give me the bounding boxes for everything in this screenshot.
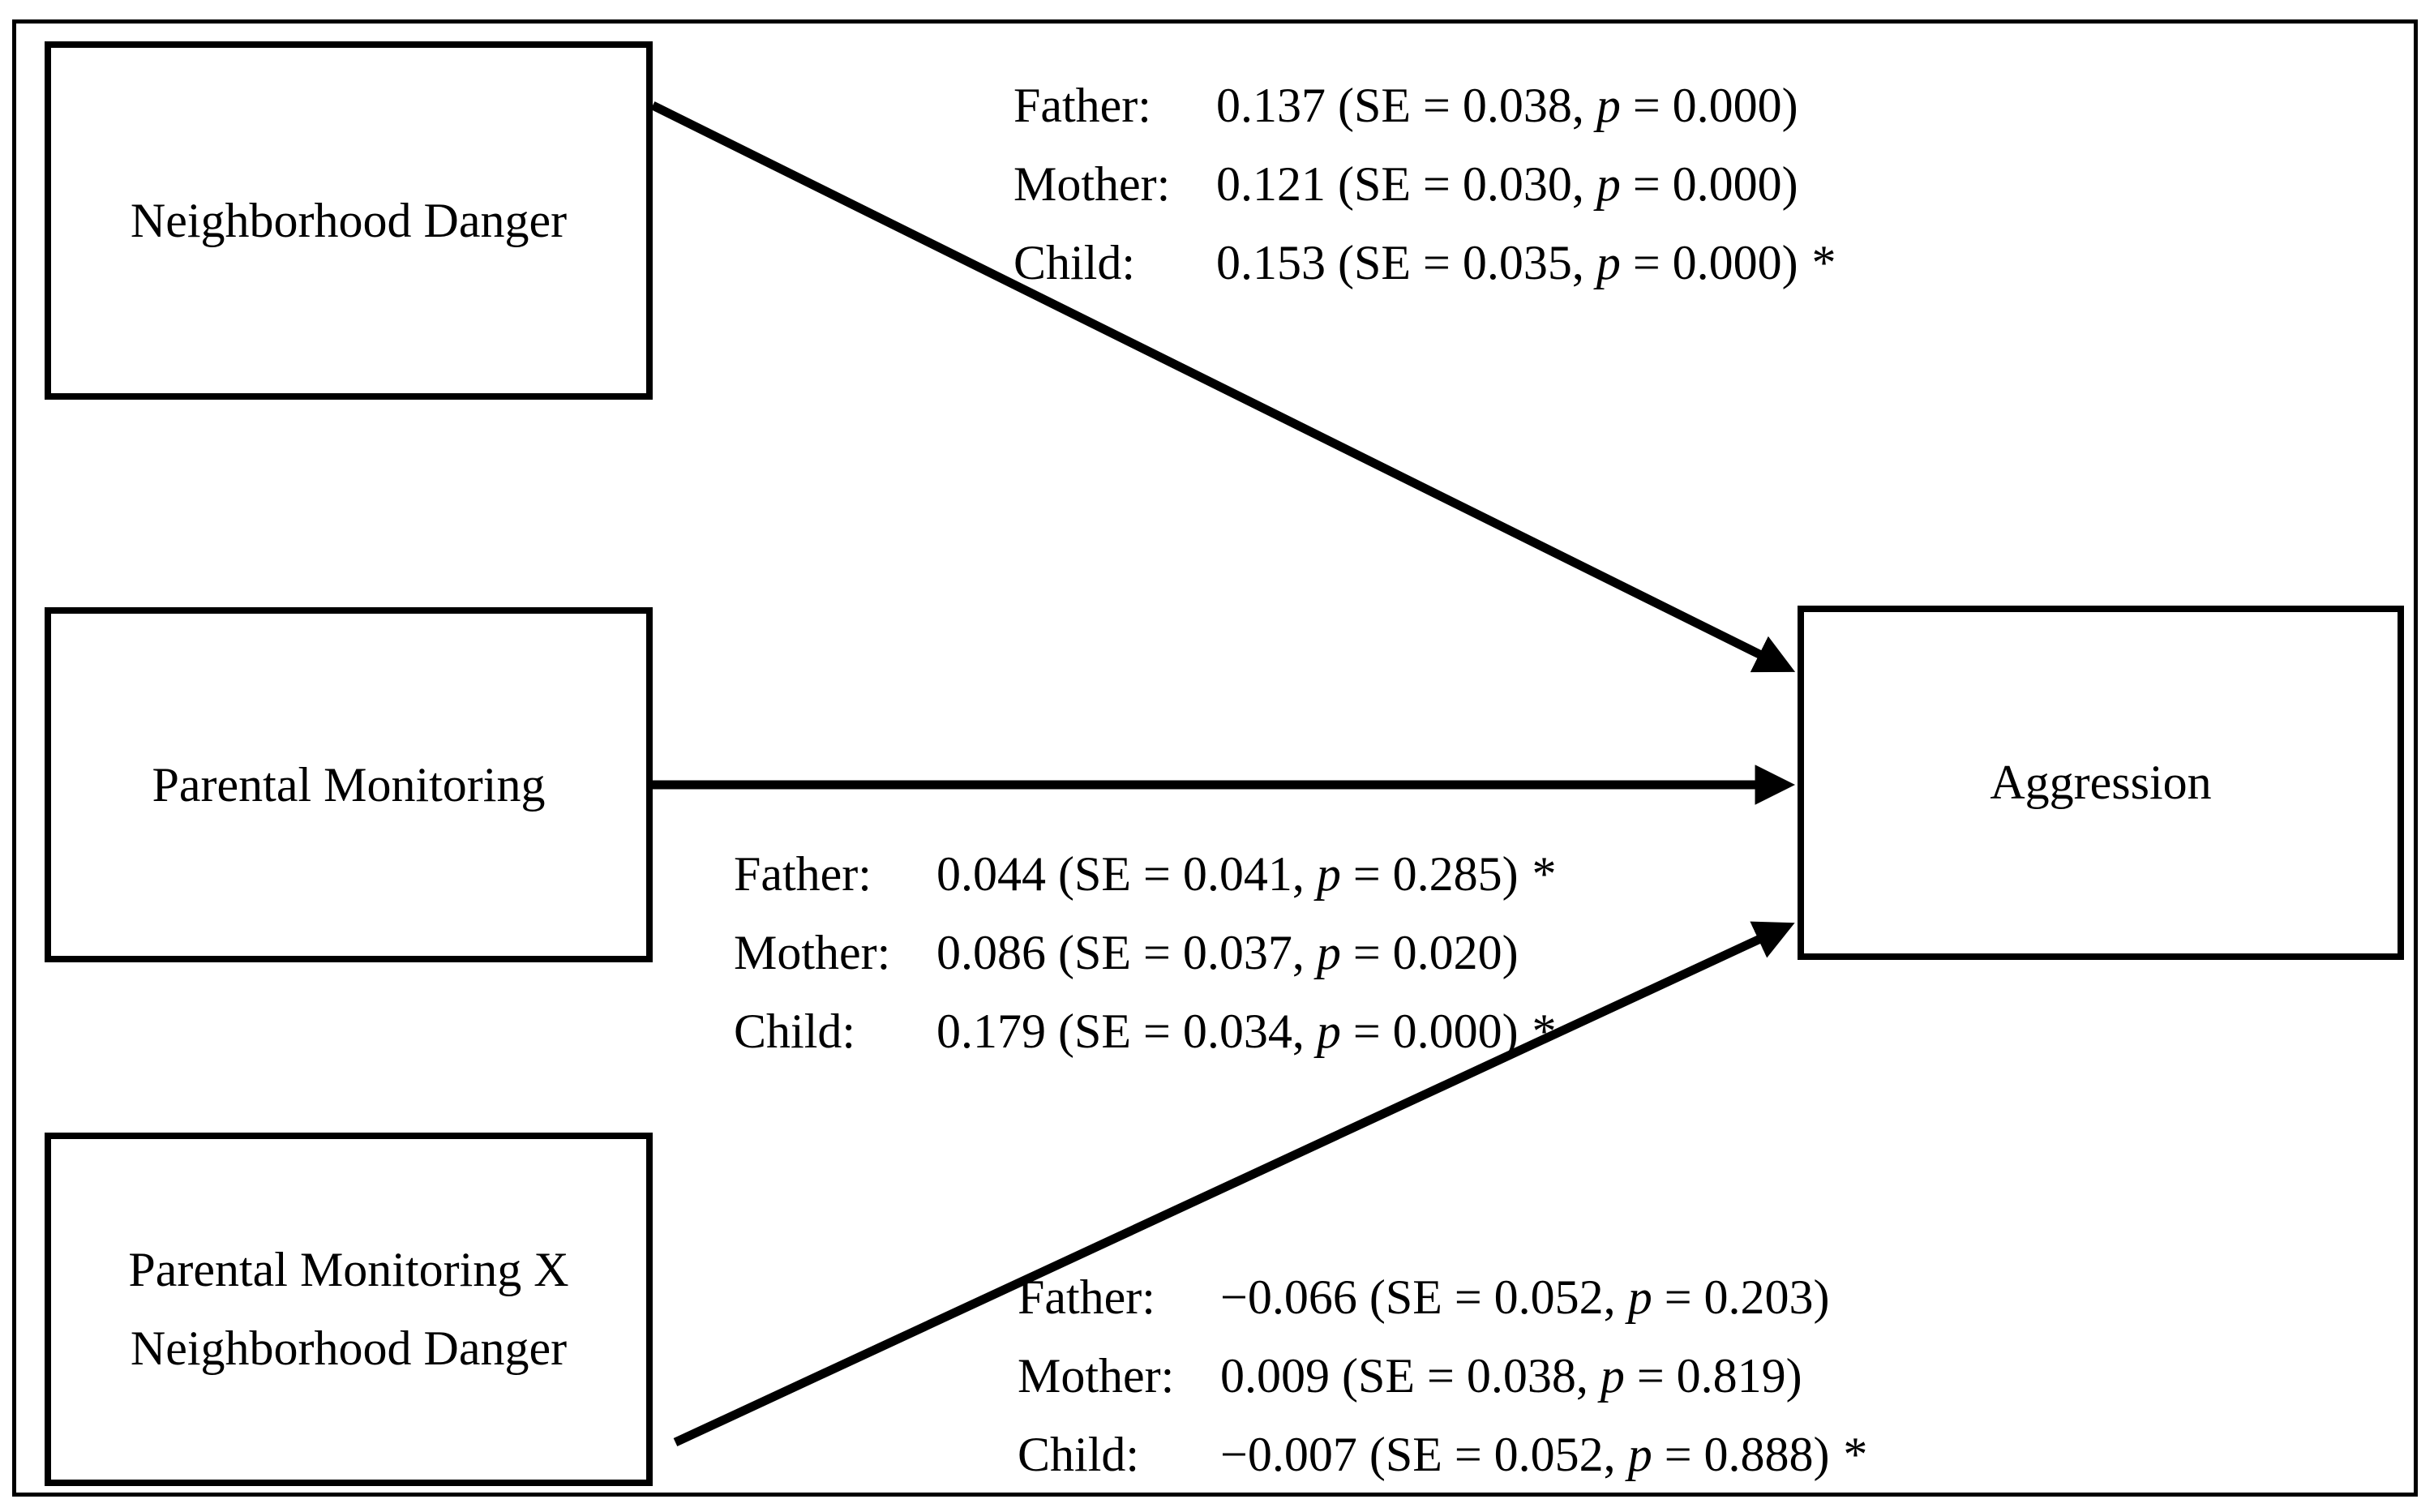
box-parental-monitoring: Parental Monitoring: [45, 607, 653, 962]
stat-row-value: 0.044 (SE = 0.041, p = 0.285)*: [936, 847, 1557, 901]
stat-row-value: 0.009 (SE = 0.038, p = 0.819): [1220, 1349, 1802, 1403]
box-interaction-term: Parental Monitoring X Neighborhood Dange…: [45, 1133, 653, 1486]
box-interaction-label-line2: Neighborhood Danger: [130, 1321, 568, 1375]
box-neighborhood-danger-label: Neighborhood Danger: [130, 193, 568, 247]
arrow-interaction-to-aggression: [673, 921, 1795, 1446]
stat-row-label: Father:: [734, 847, 872, 901]
box-parental-monitoring-label: Parental Monitoring: [152, 757, 546, 812]
stat-row-label: Mother:: [734, 926, 891, 979]
box-interaction-label-line1: Parental Monitoring X: [128, 1243, 569, 1296]
stat-row: Mother: 0.121 (SE = 0.030, p = 0.000): [1013, 145, 1836, 224]
stat-row-label: Mother:: [1018, 1349, 1175, 1403]
stats-neighborhood-danger-path: Father: 0.137 (SE = 0.038, p = 0.000) Mo…: [1013, 66, 1836, 302]
stats-parental-monitoring-path: Father: 0.044 (SE = 0.041, p = 0.285)* M…: [734, 835, 1556, 1071]
stat-row-value: 0.137 (SE = 0.038, p = 0.000): [1216, 79, 1798, 132]
stat-row-value: 0.179 (SE = 0.034, p = 0.000)*: [936, 1004, 1557, 1058]
stat-row-label: Father:: [1018, 1270, 1155, 1324]
stat-row: Mother: 0.009 (SE = 0.038, p = 0.819): [1018, 1337, 1867, 1416]
stat-row-label: Child:: [1013, 236, 1136, 289]
stat-row-label: Mother:: [1013, 157, 1171, 211]
stat-row: Child: 0.179 (SE = 0.034, p = 0.000)*: [734, 992, 1556, 1071]
stat-row-label: Child:: [734, 1004, 856, 1058]
stat-row: Mother: 0.086 (SE = 0.037, p = 0.020): [734, 914, 1556, 992]
stats-interaction-path: Father: −0.066 (SE = 0.052, p = 0.203) M…: [1018, 1258, 1867, 1494]
figure-border: [12, 19, 2418, 1497]
stat-row: Father: 0.137 (SE = 0.038, p = 0.000): [1013, 66, 1836, 145]
box-aggression-label: Aggression: [1990, 756, 2212, 809]
stat-row: Child: −0.007 (SE = 0.052, p = 0.888)*: [1018, 1416, 1867, 1494]
stat-row-value: 0.153 (SE = 0.035, p = 0.000)*: [1216, 236, 1836, 289]
stat-row-value: 0.121 (SE = 0.030, p = 0.000): [1216, 157, 1798, 211]
stat-row: Father: 0.044 (SE = 0.041, p = 0.285)*: [734, 835, 1556, 914]
stat-row: Father: −0.066 (SE = 0.052, p = 0.203): [1018, 1258, 1867, 1337]
box-neighborhood-danger: Neighborhood Danger: [45, 41, 653, 400]
stat-row-value: −0.066 (SE = 0.052, p = 0.203): [1220, 1270, 1830, 1324]
stat-row-value: −0.007 (SE = 0.052, p = 0.888)*: [1220, 1428, 1868, 1481]
stat-row: Child: 0.153 (SE = 0.035, p = 0.000)*: [1013, 224, 1836, 302]
stat-row-value: 0.086 (SE = 0.037, p = 0.020): [936, 926, 1519, 979]
stat-row-label: Father:: [1013, 79, 1151, 132]
box-aggression: Aggression: [1798, 606, 2404, 960]
arrow-neighborhood-danger-to-aggression: [650, 101, 1796, 673]
stat-row-label: Child:: [1018, 1428, 1140, 1481]
